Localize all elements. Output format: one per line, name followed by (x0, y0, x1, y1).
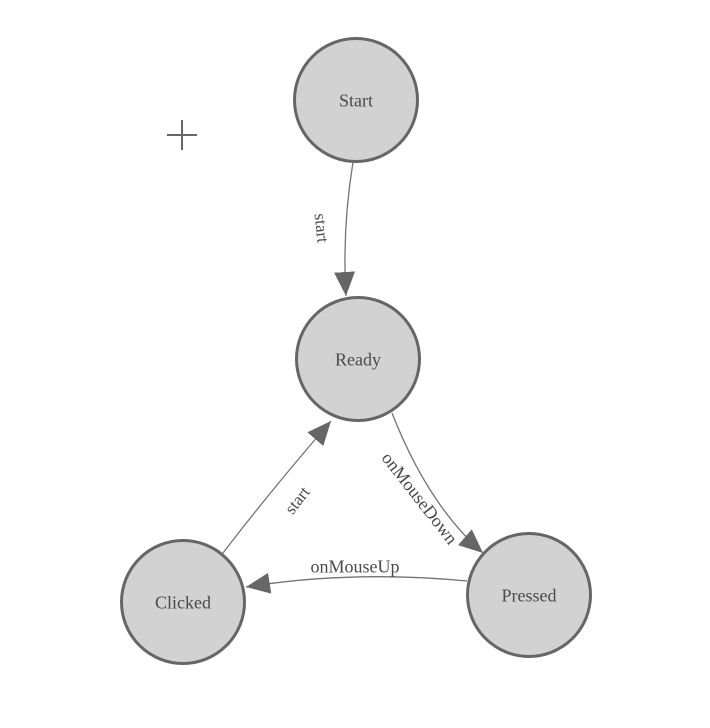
node-ready-label: Ready (335, 349, 381, 369)
node-start-label: Start (339, 90, 373, 110)
node-pressed-label: Pressed (502, 585, 557, 605)
node-start[interactable]: Start (293, 37, 419, 163)
node-clicked[interactable]: Clicked (120, 539, 246, 665)
node-ready-circle[interactable] (295, 296, 421, 422)
edge-label-start-to-ready: start (311, 212, 333, 243)
edge-pressed-to-clicked[interactable] (245, 572, 468, 594)
node-ready[interactable]: Ready (295, 296, 421, 422)
edge-label-ready-to-pressed: onMouseDown (378, 448, 462, 548)
edge-start-to-ready[interactable] (334, 161, 356, 297)
node-pressed-circle[interactable] (466, 532, 592, 658)
edge-label-clicked-to-ready: start (281, 483, 314, 518)
node-clicked-label: Clicked (155, 592, 211, 612)
node-start-circle[interactable] (293, 37, 419, 163)
edge-label-pressed-to-clicked: onMouseUp (311, 556, 400, 576)
edge-layer (222, 161, 484, 594)
edge-clicked-to-ready[interactable] (222, 420, 332, 554)
crosshair-cursor-icon (167, 120, 197, 150)
edge-ready-to-pressed[interactable] (391, 412, 484, 554)
node-clicked-circle[interactable] (120, 539, 246, 665)
node-pressed[interactable]: Pressed (466, 532, 592, 658)
